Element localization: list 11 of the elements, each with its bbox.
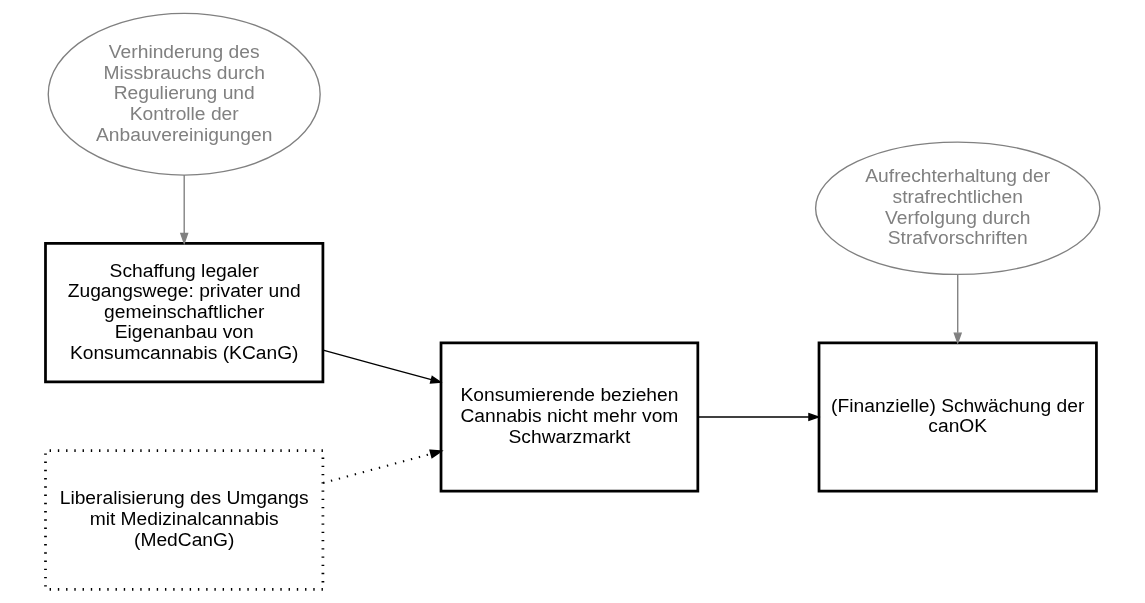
arrow xyxy=(322,449,444,484)
node-box: Konsumierende beziehen Cannabis nicht mehr vom Schwarzmarkt xyxy=(439,341,700,493)
node-ellipse: Verhinderung des Missbrauchs durch Regulierung und Kontrolle der Anbauvereinigungen xyxy=(47,12,321,176)
node-ellipse: Aufrechterhaltung der strafrechtlichen Verfolgung durch Strafvorschriften xyxy=(814,141,1101,276)
arrow xyxy=(953,273,963,345)
arrow xyxy=(322,349,443,384)
node-box: (Finanzielle) Schwächung der canOK xyxy=(817,341,1098,493)
node-box: Schaffung legaler Zugangswege: privater und gemeinschaftlicher Eigenanbau von Konsumcannabis (KCanG) xyxy=(44,241,325,384)
node-box: Liberalisierung des Umgangs mit Medizinalcannabis (MedCanG) xyxy=(44,449,325,591)
arrow xyxy=(179,174,189,246)
arrow xyxy=(697,412,821,422)
